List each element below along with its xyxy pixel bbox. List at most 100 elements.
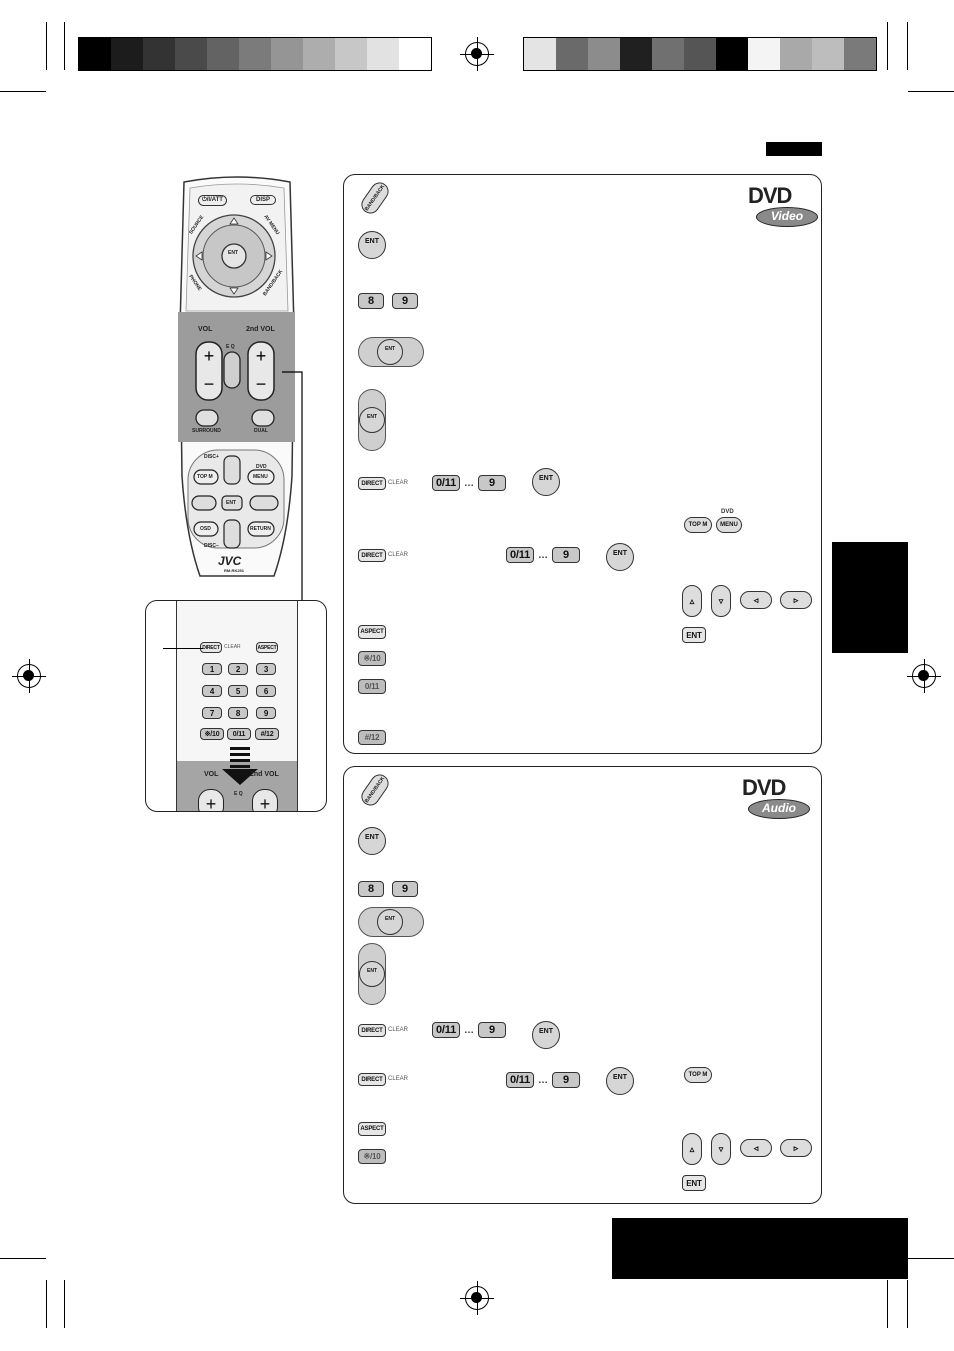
keypad-eq-label: E Q [234, 791, 243, 797]
keypad-key-3[interactable]: 3 [256, 663, 276, 675]
crop-mark [64, 1280, 65, 1328]
key-0-button[interactable]: 0/11 [432, 1022, 460, 1038]
remote-disc-minus-label: DISC− [204, 543, 219, 549]
band-back-button[interactable]: BAND/BACK [357, 178, 393, 218]
crop-mark [908, 91, 954, 92]
remote-ent-button[interactable]: ENT [228, 250, 238, 256]
left-button[interactable]: ◃ [740, 591, 772, 609]
key-9-button[interactable]: 9 [392, 293, 418, 309]
direct-button[interactable]: DIRECT [358, 549, 386, 562]
dots-label: … [464, 1025, 474, 1036]
remote-return-button[interactable]: RETURN [250, 526, 271, 532]
dvd-audio-panel: DVD Audio BAND/BACK ENT 8 9 ENT ENT DIRE… [343, 766, 822, 1204]
dvd-video-logo: DVD Video [744, 183, 824, 233]
key-10-button[interactable]: ※/10 [358, 651, 386, 666]
calibration-swatch [367, 38, 399, 70]
ent-square-button[interactable]: ENT [682, 1175, 706, 1191]
calibration-swatch [524, 38, 556, 70]
key-0-button[interactable]: 0/11 [506, 547, 534, 563]
topm-button[interactable]: TOP M [684, 1067, 712, 1083]
down-button[interactable]: ▿ [711, 585, 731, 617]
vol-plus-button[interactable]: + [198, 789, 224, 811]
remote-ent-small[interactable]: ENT [226, 500, 236, 506]
dots-label: … [538, 550, 548, 561]
left-button[interactable]: ◃ [740, 1139, 772, 1157]
ent-button[interactable]: ENT [532, 468, 560, 496]
remote-power-button[interactable]: ⏻/I/ATT [198, 195, 227, 206]
key-12-button[interactable]: #/12 [358, 730, 386, 745]
direct-button[interactable]: DIRECT [358, 1073, 386, 1086]
key-9-button[interactable]: 9 [392, 881, 418, 897]
band-back-button[interactable]: BAND/BACK [357, 770, 393, 810]
keypad-key-12[interactable]: #/12 [255, 728, 279, 740]
key-9-button[interactable]: 9 [552, 1072, 580, 1088]
dvd-label: DVD [721, 509, 734, 515]
calibration-swatch [143, 38, 175, 70]
up-button[interactable]: ▵ [682, 1133, 702, 1165]
ent-button[interactable]: ENT [358, 231, 386, 259]
keypad-key-11[interactable]: 0/11 [227, 728, 251, 740]
key-9-button[interactable]: 9 [478, 1022, 506, 1038]
keypad-clear-label: CLEAR [224, 644, 241, 650]
svg-text:+: + [256, 346, 267, 366]
remote-topm-button[interactable]: TOP M [197, 474, 213, 480]
keypad-key-5[interactable]: 5 [228, 685, 248, 697]
keypad-key-4[interactable]: 4 [202, 685, 222, 697]
down-arrow-icon [222, 747, 258, 785]
remote-control: + − + − ⏻/I/ATT DISP SOURCE AV MENU ENT … [178, 176, 296, 580]
aspect-button[interactable]: ASPECT [358, 1122, 386, 1136]
registration-mark-icon [907, 659, 941, 693]
keypad-aspect-button[interactable]: ASPECT [256, 642, 278, 653]
callout-line [282, 371, 303, 605]
right-button[interactable]: ▹ [780, 1139, 812, 1157]
keypad-key-6[interactable]: 6 [256, 685, 276, 697]
crop-mark [64, 22, 65, 70]
pad-ent-button[interactable]: ENT [377, 339, 403, 365]
pad2-ent-button[interactable]: ENT [359, 407, 385, 433]
continue-block [612, 1218, 908, 1279]
key-9-button[interactable]: 9 [552, 547, 580, 563]
calibration-swatch [556, 38, 588, 70]
key-11-button[interactable]: 0/11 [358, 679, 386, 694]
key-8-button[interactable]: 8 [358, 293, 384, 309]
keypad-key-8[interactable]: 8 [228, 707, 248, 719]
up-button[interactable]: ▵ [682, 585, 702, 617]
keypad-key-2[interactable]: 2 [228, 663, 248, 675]
keypad-key-1[interactable]: 1 [202, 663, 222, 675]
down-button[interactable]: ▿ [711, 1133, 731, 1165]
ent-button[interactable]: ENT [606, 1067, 634, 1095]
keypad-zoom: DIRECT CLEAR ASPECT 1 2 3 4 5 6 7 8 9 ※/… [145, 600, 327, 812]
remote-eq-label: E Q [226, 344, 235, 350]
aspect-button[interactable]: ASPECT [358, 625, 386, 639]
svg-text:+: + [204, 346, 215, 366]
remote-vol2-label: 2nd VOL [246, 326, 275, 333]
right-button[interactable]: ▹ [780, 591, 812, 609]
keypad-key-7[interactable]: 7 [202, 707, 222, 719]
ent-button[interactable]: ENT [606, 543, 634, 571]
direct-button[interactable]: DIRECT [358, 477, 386, 490]
pad2-ent-button[interactable]: ENT [359, 961, 385, 987]
keypad-direct-button[interactable]: DIRECT [200, 642, 222, 653]
ent-button[interactable]: ENT [532, 1021, 560, 1049]
keypad-key-10[interactable]: ※/10 [200, 728, 224, 740]
direct-button[interactable]: DIRECT [358, 1024, 386, 1037]
menu-button[interactable]: MENU [716, 517, 742, 533]
remote-menu-button[interactable]: MENU [253, 474, 268, 480]
remote-osd-button[interactable]: OSD [200, 526, 211, 532]
remote-model-label: RM-RK251 [224, 568, 245, 573]
remote-disp-button[interactable]: DISP [250, 195, 277, 205]
key-0-button[interactable]: 0/11 [506, 1072, 534, 1088]
key-8-button[interactable]: 8 [358, 881, 384, 897]
vol2-plus-button[interactable]: + [252, 789, 278, 811]
key-10-button[interactable]: ※/10 [358, 1149, 386, 1164]
ent-square-button[interactable]: ENT [682, 627, 706, 643]
ent-button[interactable]: ENT [358, 827, 386, 855]
calibration-swatch [652, 38, 684, 70]
topm-button[interactable]: TOP M [684, 517, 712, 533]
key-0-button[interactable]: 0/11 [432, 475, 460, 491]
pad-ent-button[interactable]: ENT [377, 909, 403, 935]
calibration-swatch [588, 38, 620, 70]
key-9-button[interactable]: 9 [478, 475, 506, 491]
keypad-key-9[interactable]: 9 [256, 707, 276, 719]
dots-label: … [464, 478, 474, 489]
